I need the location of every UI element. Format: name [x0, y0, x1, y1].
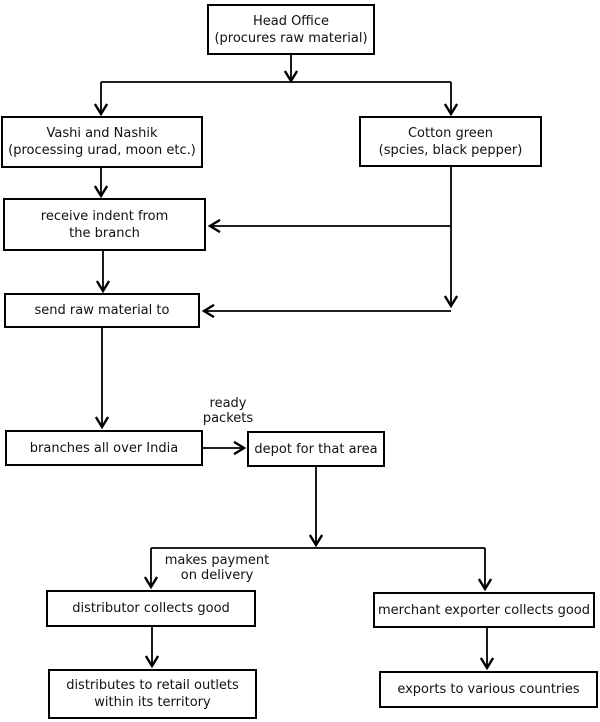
edge-label-line: on delivery [180, 568, 254, 583]
node-branches-india: branches all over India [5, 430, 203, 466]
node-send-raw-material: send raw material to [4, 293, 200, 328]
node-cotton-green: Cotton green (spcies, black pepper) [359, 116, 542, 167]
edge-label-line: ready [209, 396, 247, 411]
node-label-line: exports to various countries [397, 682, 580, 697]
node-label-line: depot for that area [254, 441, 378, 457]
node-distributor: distributor collects good [46, 590, 256, 627]
node-label-line: (procures raw material) [214, 30, 368, 46]
node-head-office: Head Office (procures raw material) [207, 4, 375, 55]
node-label-line: within its territory [94, 695, 211, 710]
edge-label-makes-payment: makes payment on delivery [157, 553, 277, 583]
node-exports: exports to various countries [379, 671, 598, 708]
node-label-line: Head Office [252, 13, 330, 29]
node-label-line: merchant exporter collects good [378, 602, 591, 618]
node-label-line: Cotton green [407, 125, 494, 141]
node-label-line: branches all over India [29, 440, 179, 456]
node-label-line: distributor collects good [72, 601, 230, 616]
node-receive-indent: receive indent from the branch [3, 198, 206, 251]
edge-label-line: packets [202, 411, 254, 426]
node-label-line: the branch [69, 225, 140, 241]
node-label-line: (processing urad, moon etc.) [8, 143, 196, 158]
node-merchant-exporter: merchant exporter collects good [373, 592, 595, 628]
node-vashi-nashik: Vashi and Nashik (processing urad, moon … [1, 116, 203, 168]
node-label-line: Vashi and Nashik [46, 126, 158, 141]
node-label-line: receive indent from [40, 208, 169, 224]
node-retail-outlets: distributes to retail outlets within its… [48, 669, 257, 719]
edge-label-ready-packets: ready packets [193, 396, 263, 426]
node-depot-area: depot for that area [247, 431, 385, 467]
edge-label-line: makes payment [164, 553, 270, 568]
node-label-line: send raw material to [34, 303, 170, 318]
node-label-line: distributes to retail outlets [66, 678, 239, 693]
node-label-line: (spcies, black pepper) [378, 142, 523, 158]
